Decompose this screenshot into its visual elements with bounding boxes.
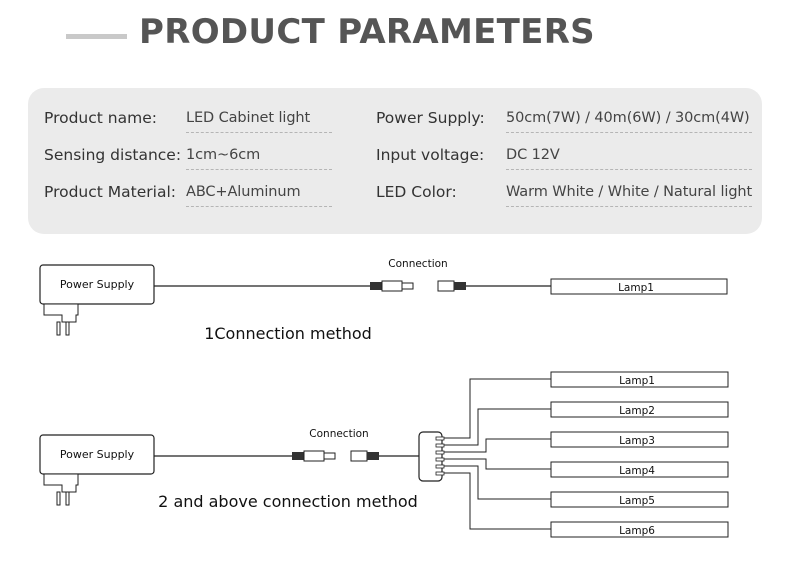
spec-panel: Product name: LED Cabinet light Sensing … [28,88,762,234]
spec-value-input-voltage: DC 12V [506,147,752,170]
spec-label-sensing-distance: Sensing distance: [44,146,182,164]
diagram-single-connection: Power Supply Connection Lamp1 1Connectio… [39,258,728,343]
lamp-label: Lamp4 [619,465,655,477]
lamp-label: Lamp3 [619,435,655,447]
lamp-label: Lamp6 [619,525,655,537]
connection-label-1: Connection [388,258,447,270]
lamp-label: Lamp5 [619,495,655,507]
splitter-hub [418,431,445,482]
lamp-label: Lamp1 [619,375,655,387]
lamp-label: Lamp2 [619,405,655,417]
female-connector-2 [350,450,379,462]
lamp-1-single: Lamp1 [550,278,728,295]
spec-value-product-name: LED Cabinet light [186,110,332,133]
lamp-5: Lamp5 [550,491,729,508]
spec-value-led-color: Warm White / White / Natural light [506,184,752,207]
spec-label-led-color: LED Color: [376,183,457,201]
diagram-multi-connection: Power Supply Connection [39,371,729,538]
female-connector-1 [437,280,466,292]
power-supply-adapter-1: Power Supply [39,264,155,336]
page-title: PRODUCT PARAMETERS [139,12,595,52]
spec-label-product-material: Product Material: [44,183,176,201]
caption-multi-connection: 2 and above connection method [158,492,418,511]
lamp-1: Lamp1 [550,371,729,388]
spec-label-power-supply: Power Supply: [376,109,485,127]
spec-value-sensing-distance: 1cm~6cm [186,147,332,170]
spec-value-power-supply: 50cm(7W) / 40m(6W) / 30cm(4W) [506,110,752,133]
lamp-3: Lamp3 [550,431,729,448]
power-supply-label-2: Power Supply [60,448,135,461]
male-connector-1 [370,280,414,292]
spec-value-product-material: ABC+Aluminum [186,184,332,207]
lamp-label: Lamp1 [618,282,654,294]
spec-label-input-voltage: Input voltage: [376,146,485,164]
spec-label-product-name: Product name: [44,109,157,127]
male-connector-2 [292,450,336,462]
power-supply-label-1: Power Supply [60,278,135,291]
header-decoration-bar [66,34,127,39]
lamp-6: Lamp6 [550,521,729,538]
lamp-4: Lamp4 [550,461,729,478]
lamp-2: Lamp2 [550,401,729,418]
connection-label-2: Connection [309,428,368,440]
caption-single-connection: 1Connection method [204,324,372,343]
branch-wires [444,378,551,530]
power-supply-adapter-2: Power Supply [39,434,155,506]
